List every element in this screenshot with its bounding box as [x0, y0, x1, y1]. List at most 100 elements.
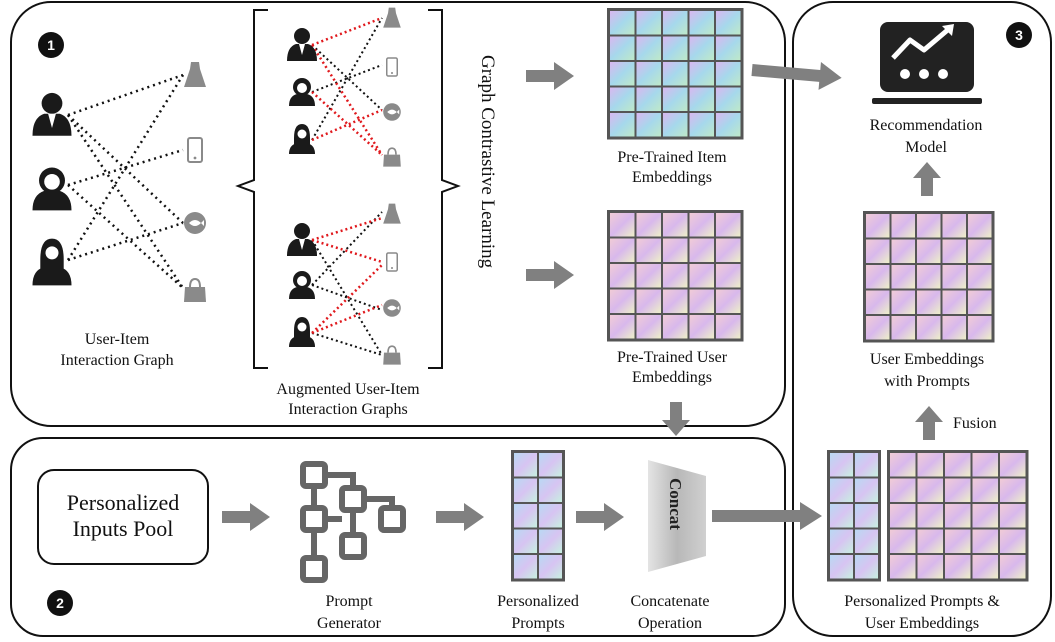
embedding-cell	[663, 315, 688, 339]
embedding-cell	[917, 478, 943, 502]
embedding-cell	[890, 555, 916, 579]
embedding-cell	[689, 36, 714, 60]
embedding-cell	[917, 214, 941, 238]
stage3-panel	[792, 1, 1052, 637]
right-brace	[428, 9, 461, 369]
combined-user-grid	[887, 450, 1029, 582]
arrow-to-concat-op	[576, 503, 624, 531]
embedding-cell	[514, 529, 537, 553]
badge-two-text: 2	[56, 595, 64, 611]
embedding-cell	[514, 504, 537, 528]
embedding-cell	[689, 113, 714, 137]
embedding-cell	[972, 453, 998, 477]
arrow-to-user-emb	[526, 261, 574, 289]
embedding-cell	[917, 529, 943, 553]
embedding-cell	[539, 453, 562, 477]
user-item-interaction-graph	[32, 62, 207, 303]
embedding-cell	[972, 555, 998, 579]
embedding-cell	[636, 36, 661, 60]
rec-model-line2: Model	[905, 139, 947, 156]
fusion-label: Fusion	[953, 415, 997, 432]
embedding-cell	[514, 555, 537, 579]
embedding-cell	[636, 213, 661, 237]
embedding-cell	[890, 453, 916, 477]
user-icon	[289, 317, 315, 347]
embedding-cell	[689, 289, 714, 313]
embedding-cell	[891, 290, 915, 314]
embedding-cell	[716, 264, 741, 288]
embedding-cell	[663, 113, 688, 137]
embedding-cell	[689, 238, 714, 262]
embedding-cell	[716, 113, 741, 137]
phone-icon	[386, 252, 398, 272]
embedding-cell	[866, 265, 890, 289]
embedding-cell	[610, 315, 635, 339]
prompt-gen-line1: Prompt	[325, 593, 373, 610]
embedding-cell	[663, 289, 688, 313]
embedding-cell	[663, 62, 688, 86]
embedding-cell	[1000, 478, 1026, 502]
arrow-up-to-model	[913, 162, 941, 196]
embedding-cell	[890, 504, 916, 528]
dress-icon	[184, 62, 206, 87]
embedding-cell	[830, 453, 853, 477]
embedding-cell	[636, 315, 661, 339]
embedding-cell	[663, 87, 688, 111]
embedding-cell	[716, 87, 741, 111]
fish-icon	[383, 299, 401, 317]
embedding-cell	[610, 289, 635, 313]
user-icon	[289, 124, 315, 154]
embedding-cell	[514, 478, 537, 502]
embedding-cell	[891, 316, 915, 340]
embedding-cell	[942, 239, 966, 263]
embedding-cell	[663, 11, 688, 35]
user-icon	[32, 92, 72, 136]
embedding-cell	[866, 290, 890, 314]
fish-icon	[383, 103, 401, 121]
embedding-cell	[855, 529, 878, 553]
arrow-to-concat	[662, 402, 690, 436]
prompts-line1: Personalized	[497, 593, 579, 610]
augmented-graph-b	[287, 203, 402, 366]
embedding-cell	[716, 36, 741, 60]
augmented-graph-a	[287, 7, 402, 168]
embedding-cell	[855, 555, 878, 579]
tree-icon	[300, 461, 406, 583]
embedding-cell	[830, 504, 853, 528]
embedding-cell	[610, 264, 635, 288]
inputs-pool-line2: Inputs Pool	[73, 516, 174, 541]
aug-label-line2: Interaction Graphs	[288, 401, 408, 418]
embedding-cell	[610, 62, 635, 86]
embedding-cell	[663, 36, 688, 60]
badge-one: 1	[38, 32, 64, 58]
embedding-cell	[968, 265, 992, 289]
embedding-cell	[855, 453, 878, 477]
embedding-cell	[663, 213, 688, 237]
arrow-to-item-emb	[526, 62, 574, 90]
embedding-cell	[830, 529, 853, 553]
item-embedding-grid	[607, 8, 744, 140]
graph-edges	[66, 73, 185, 289]
embedding-cell	[890, 529, 916, 553]
embedding-cell	[716, 62, 741, 86]
user-embedding-grid	[607, 210, 744, 342]
dress-icon	[383, 203, 401, 224]
embedding-cell	[917, 453, 943, 477]
embedding-cell	[539, 555, 562, 579]
bag-icon	[382, 345, 402, 366]
stage2-panel	[10, 437, 786, 637]
phone-icon	[386, 57, 398, 77]
embedding-cell	[855, 478, 878, 502]
badge-two: 2	[47, 590, 73, 616]
embedding-cell	[663, 238, 688, 262]
arrow-to-prompts	[436, 503, 484, 531]
fused-label-line1: User Embeddings	[870, 351, 984, 368]
embedding-cell	[636, 264, 661, 288]
embedding-cell	[636, 11, 661, 35]
embedding-cell	[610, 113, 635, 137]
graph-label-line2: Interaction Graph	[60, 352, 173, 369]
pp-ue-line1: Personalized Prompts &	[844, 593, 1000, 610]
rec-model-line1: Recommendation	[870, 117, 983, 134]
embedding-cell	[855, 504, 878, 528]
